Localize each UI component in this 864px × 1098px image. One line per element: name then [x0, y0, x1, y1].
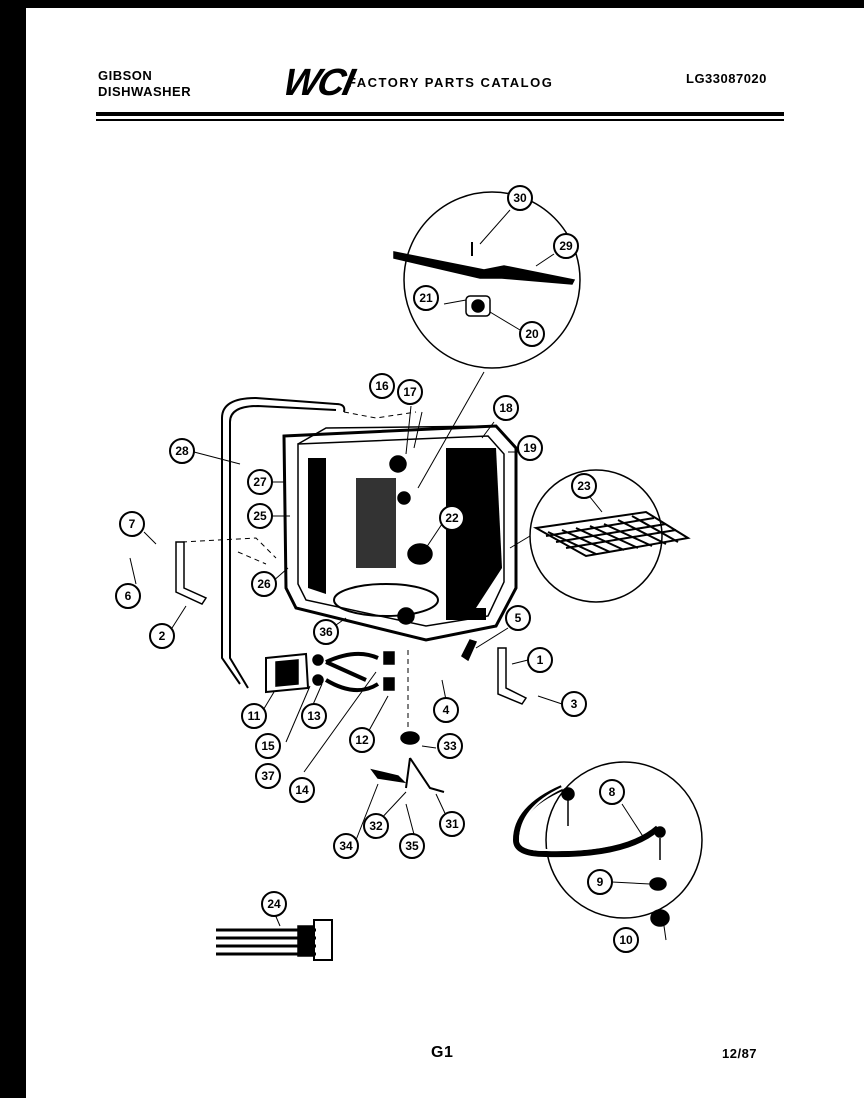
svg-text:15: 15 [261, 739, 275, 753]
svg-text:7: 7 [129, 517, 136, 531]
catalog-title: FACTORY PARTS CATALOG [348, 75, 554, 90]
svg-text:1: 1 [537, 653, 544, 667]
svg-text:24: 24 [267, 897, 281, 911]
svg-text:37: 37 [261, 769, 275, 783]
callout-13: 13 [301, 703, 327, 729]
callout-4: 4 [433, 697, 459, 723]
svg-text:17: 17 [403, 385, 417, 399]
svg-text:4: 4 [443, 703, 450, 717]
callout-9: 9 [587, 869, 613, 895]
callout-21: 21 [413, 285, 439, 311]
svg-text:29: 29 [559, 239, 573, 253]
grommet-part [400, 731, 420, 745]
callout-6: 6 [115, 583, 141, 609]
svg-text:34: 34 [339, 839, 353, 853]
inlet-valve-part [265, 652, 310, 694]
svg-text:21: 21 [419, 291, 433, 305]
callout-18: 18 [493, 395, 519, 421]
callout-5: 5 [505, 605, 531, 631]
model-number: LG33087020 [686, 71, 767, 86]
spray-arm-bearing-part [465, 295, 491, 317]
page-code: G1 [431, 1044, 454, 1061]
callout-17: 17 [397, 379, 423, 405]
left-bracket-part [175, 541, 208, 605]
svg-text:18: 18 [499, 401, 513, 415]
callout-10: 10 [613, 927, 639, 953]
svg-text:26: 26 [257, 577, 271, 591]
callout-29: 29 [553, 233, 579, 259]
brand-name: GIBSON [98, 68, 153, 83]
svg-text:8: 8 [609, 785, 616, 799]
callout-20: 20 [519, 321, 545, 347]
callout-33: 33 [437, 733, 463, 759]
callout-25: 25 [247, 503, 273, 529]
svg-text:13: 13 [307, 709, 321, 723]
svg-text:23: 23 [577, 479, 591, 493]
svg-text:12: 12 [355, 733, 369, 747]
svg-text:16: 16 [375, 379, 389, 393]
callout-12: 12 [349, 727, 375, 753]
spray-arm-inset-circle [403, 191, 581, 369]
callout-8: 8 [599, 779, 625, 805]
drain-hose-inset-circle [545, 761, 703, 919]
svg-text:27: 27 [253, 475, 267, 489]
svg-text:2: 2 [159, 629, 166, 643]
callout-22: 22 [439, 505, 465, 531]
header-rule [96, 112, 784, 116]
callout-26: 26 [251, 571, 277, 597]
callout-28: 28 [169, 438, 195, 464]
callout-24: 24 [261, 891, 287, 917]
svg-text:36: 36 [319, 625, 333, 639]
svg-text:9: 9 [597, 875, 604, 889]
exploded-parts-diagram: 30 29 21 20 16 17 18 19 28 27 25 23 22 7… [115, 185, 703, 961]
svg-text:5: 5 [515, 611, 522, 625]
callout-2: 2 [149, 623, 175, 649]
callout-35: 35 [399, 833, 425, 859]
svg-text:30: 30 [513, 191, 527, 205]
svg-text:22: 22 [445, 511, 459, 525]
svg-text:35: 35 [405, 839, 419, 853]
callout-37: 37 [255, 763, 281, 789]
tub-body [282, 424, 518, 642]
svg-text:11: 11 [248, 709, 261, 723]
header-rule-thin [96, 119, 784, 121]
rinse-aid-part [407, 543, 433, 565]
svg-text:6: 6 [125, 589, 132, 603]
svg-text:32: 32 [369, 819, 383, 833]
product-type: DISHWASHER [98, 84, 192, 99]
callout-30: 30 [507, 185, 533, 211]
callout-16: 16 [369, 373, 395, 399]
svg-text:3: 3 [571, 697, 578, 711]
spray-arm-part [393, 251, 576, 285]
drain-hose-part [512, 785, 660, 858]
callout-31: 31 [439, 811, 465, 837]
callout-32: 32 [363, 813, 389, 839]
callout-1: 1 [527, 647, 553, 673]
catalog-date: 12/87 [722, 1046, 758, 1061]
callout-11: 11 [241, 703, 267, 729]
svg-text:31: 31 [445, 817, 459, 831]
part-callouts: 30 29 21 20 16 17 18 19 28 27 25 23 22 7… [115, 185, 639, 953]
svg-text:28: 28 [175, 444, 189, 458]
svg-text:10: 10 [619, 933, 633, 947]
callout-15: 15 [255, 733, 281, 759]
callout-23: 23 [571, 473, 597, 499]
right-bracket-part [497, 647, 528, 705]
callout-14: 14 [289, 777, 315, 803]
svg-text:14: 14 [295, 783, 309, 797]
callout-3: 3 [561, 691, 587, 717]
svg-text:25: 25 [253, 509, 267, 523]
callout-27: 27 [247, 469, 273, 495]
callout-36: 36 [313, 619, 339, 645]
svg-text:33: 33 [443, 739, 457, 753]
callout-7: 7 [119, 511, 145, 537]
callout-34: 34 [333, 833, 359, 859]
svg-text:19: 19 [523, 441, 537, 455]
svg-text:20: 20 [525, 327, 539, 341]
callout-19: 19 [517, 435, 543, 461]
parts-catalog-page: GIBSON DISHWASHER WCI FACTORY PARTS CATA… [26, 8, 864, 1098]
